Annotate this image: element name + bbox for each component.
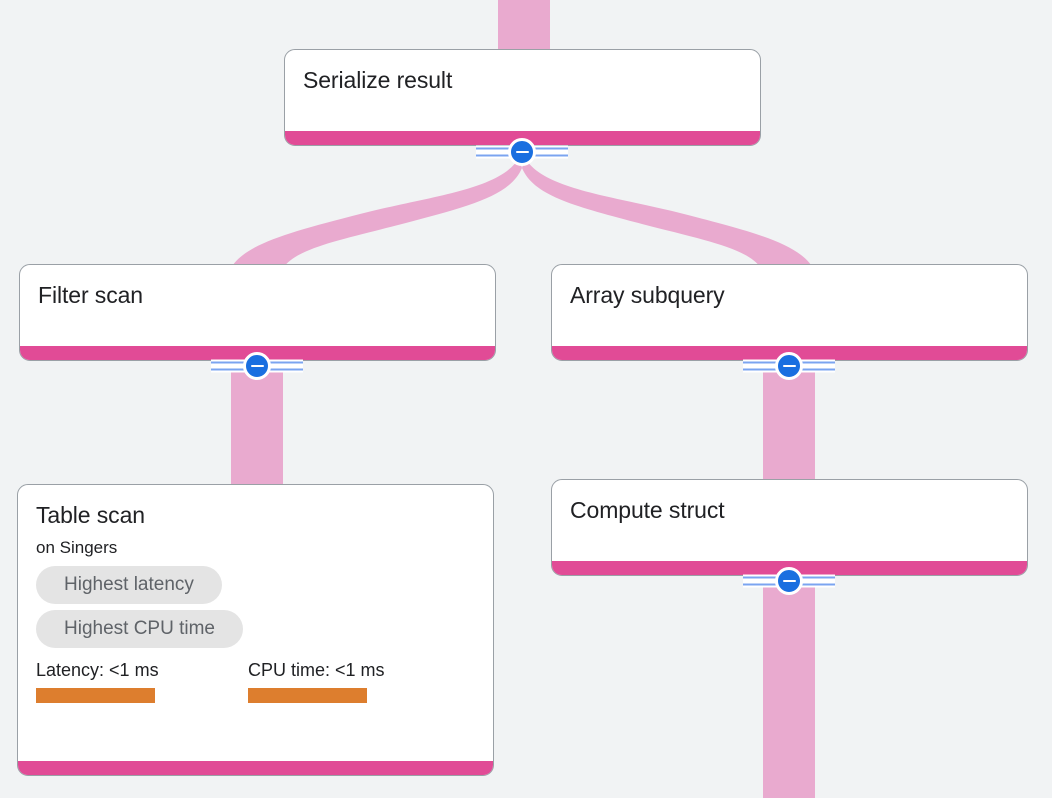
- node-body: Compute struct: [552, 480, 1027, 561]
- chip-highest-cpu-time[interactable]: Highest CPU time: [36, 610, 243, 648]
- minus-icon[interactable]: [243, 352, 271, 380]
- node-subtitle: on Singers: [36, 538, 118, 557]
- node-title: Serialize result: [303, 67, 453, 93]
- node-chip-list: Highest latency Highest CPU time: [36, 566, 243, 648]
- chip-highest-latency[interactable]: Highest latency: [36, 566, 222, 604]
- node-title: Compute struct: [570, 497, 725, 523]
- node-body: Table scan on Singers Highest latency Hi…: [18, 485, 493, 761]
- collapse-toggle-compute-struct[interactable]: [743, 566, 835, 596]
- metric-label: Latency: <1 ms: [36, 660, 159, 680]
- node-compute-struct[interactable]: Compute struct: [551, 479, 1028, 576]
- metric-bar: [36, 688, 155, 703]
- node-array-subquery[interactable]: Array subquery: [551, 264, 1028, 361]
- collapse-toggle-array-subquery[interactable]: [743, 351, 835, 381]
- collapse-toggle-serialize-result[interactable]: [476, 137, 568, 167]
- node-body: Array subquery: [552, 265, 1027, 346]
- node-title: Table scan: [36, 502, 145, 528]
- edge-serialize-to-array-subquery: [522, 158, 813, 268]
- collapse-toggle-filter-scan[interactable]: [211, 351, 303, 381]
- minus-icon[interactable]: [508, 138, 536, 166]
- edge-into-serialize: [498, 0, 550, 52]
- node-body: Filter scan: [20, 265, 495, 346]
- edge-filter-scan-to-table-scan: [231, 366, 283, 488]
- edge-array-subquery-to-compute-struct: [763, 366, 815, 484]
- node-filter-scan[interactable]: Filter scan: [19, 264, 496, 361]
- metric-bar: [248, 688, 367, 703]
- node-body: Serialize result: [285, 50, 760, 131]
- node-title: Filter scan: [38, 282, 143, 308]
- metric-cpu-time: CPU time: <1 ms: [248, 659, 385, 703]
- node-footer-bar: [18, 761, 493, 775]
- minus-icon[interactable]: [775, 567, 803, 595]
- metric-label: CPU time: <1 ms: [248, 660, 385, 680]
- minus-icon[interactable]: [775, 352, 803, 380]
- edge-serialize-to-filter-scan: [231, 158, 522, 268]
- node-table-scan[interactable]: Table scan on Singers Highest latency Hi…: [17, 484, 494, 776]
- metric-latency: Latency: <1 ms: [36, 659, 248, 703]
- node-title: Array subquery: [570, 282, 725, 308]
- edge-compute-struct-down: [763, 581, 815, 798]
- node-serialize-result[interactable]: Serialize result: [284, 49, 761, 146]
- node-metrics: Latency: <1 ms CPU time: <1 ms: [36, 659, 385, 703]
